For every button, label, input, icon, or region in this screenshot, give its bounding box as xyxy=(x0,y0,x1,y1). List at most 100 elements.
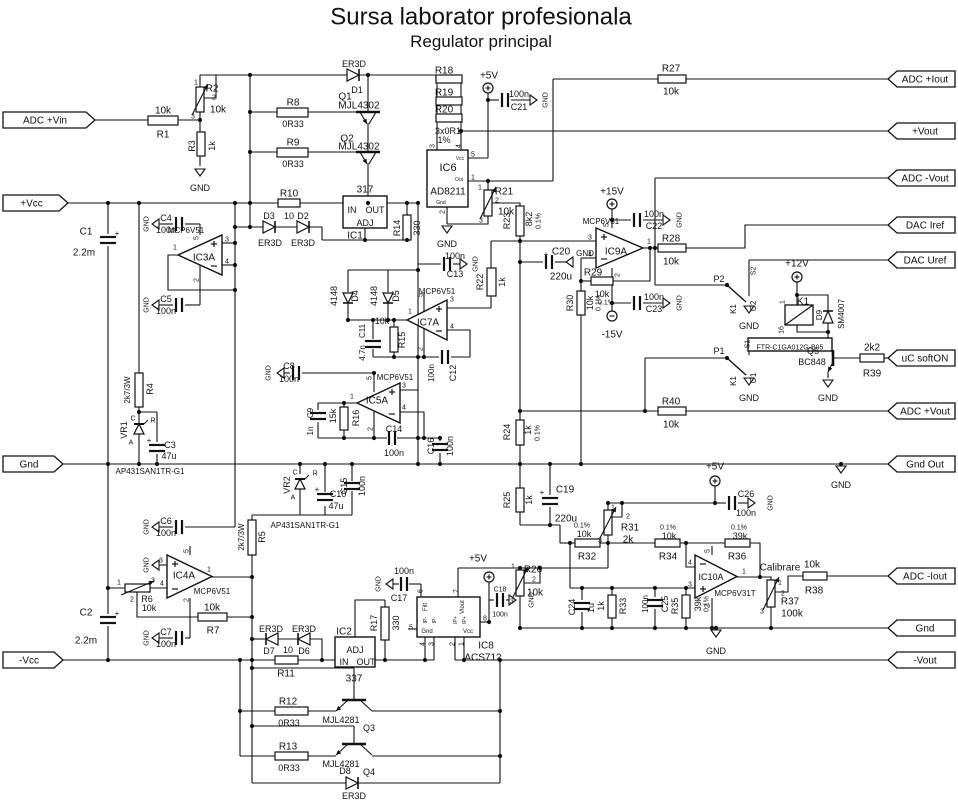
resistor-R32 xyxy=(574,538,601,548)
label: C7 xyxy=(160,627,172,637)
label: 10k xyxy=(577,529,592,539)
junction-dot xyxy=(485,97,491,103)
label: GND xyxy=(739,321,760,331)
capacitor-C15 xyxy=(344,481,360,491)
label: GND xyxy=(706,646,727,656)
capacitor-C17 xyxy=(399,577,409,591)
label: D6 xyxy=(298,646,310,656)
capacitor-C16 xyxy=(432,442,448,452)
power-symbol-+5V xyxy=(709,475,721,487)
label: Gnd xyxy=(421,629,432,635)
gnd-flag xyxy=(276,366,285,380)
resistor-R8 xyxy=(276,107,309,118)
label: IC4A xyxy=(173,571,196,582)
label: P2 xyxy=(713,274,724,284)
port-label: ADC -Iout xyxy=(903,572,947,583)
junction-dot xyxy=(579,625,585,631)
label: R xyxy=(312,470,317,477)
label: 1 xyxy=(478,184,482,191)
label: IC8 xyxy=(478,641,494,652)
diode-tri xyxy=(264,632,279,646)
label: C3 xyxy=(164,440,176,450)
junction-dot xyxy=(341,435,347,441)
junction-dot xyxy=(404,237,410,243)
label: C20 xyxy=(552,247,571,258)
vref-ref-pin xyxy=(304,474,310,480)
label: 4 xyxy=(588,251,592,258)
label: GND xyxy=(143,216,150,232)
label: 5 xyxy=(603,223,610,227)
label: Q3 xyxy=(363,723,375,733)
label: 100n xyxy=(509,89,529,99)
label: IN xyxy=(340,657,349,667)
label: 0R33 xyxy=(278,763,300,773)
gnd-tri xyxy=(529,93,538,107)
label: 4148 xyxy=(329,286,339,306)
label: 10k xyxy=(663,257,680,268)
label: R26 xyxy=(524,565,543,576)
gnd-flag xyxy=(742,377,756,386)
label: 4 xyxy=(450,323,454,330)
label: Regulator principal xyxy=(410,32,552,51)
junction-dot xyxy=(609,300,615,306)
label: 100n xyxy=(641,595,650,613)
junction-dot xyxy=(136,461,142,467)
gnd-tri xyxy=(459,257,468,271)
label: R28 xyxy=(662,234,681,245)
label: C25 xyxy=(660,596,670,613)
label: 3 xyxy=(588,234,592,241)
junction-dot xyxy=(838,461,844,467)
junction-dot xyxy=(136,200,142,206)
label: Gnd xyxy=(436,200,446,206)
junction-dot xyxy=(605,500,611,506)
resistor-R24 xyxy=(515,419,525,446)
label: 5 xyxy=(183,549,190,553)
label: Q5 xyxy=(807,346,819,356)
opamp-body xyxy=(405,298,448,342)
label: R14 xyxy=(392,220,402,237)
label: R30 xyxy=(565,295,575,312)
label: GND xyxy=(767,495,774,511)
junction-dot xyxy=(652,245,658,251)
junction-dot xyxy=(683,540,689,546)
label: 3 xyxy=(159,557,163,564)
label: 5 xyxy=(417,293,424,297)
junction-dot xyxy=(461,657,467,663)
label: 3 xyxy=(151,577,155,584)
junction-dot xyxy=(485,178,491,184)
label: 1u xyxy=(586,603,596,613)
label: R13 xyxy=(279,742,298,753)
label: 3 xyxy=(760,608,764,615)
diode-D3 xyxy=(262,220,277,234)
label: IP+ xyxy=(462,616,468,624)
resistor-R18 xyxy=(435,74,463,84)
label: MCP6V31T xyxy=(714,589,755,598)
junction-dot xyxy=(232,240,238,246)
shunt-ref-VR1 xyxy=(133,419,149,435)
capacitor-C26 xyxy=(727,496,737,510)
leg xyxy=(359,699,373,712)
label: IC9A xyxy=(605,247,628,258)
junction-dot xyxy=(391,317,397,323)
diode-tri xyxy=(342,292,354,305)
label: 7 xyxy=(453,589,460,593)
label: 1 xyxy=(742,568,746,575)
label: 2 xyxy=(130,596,134,603)
diode-D4 xyxy=(342,292,354,305)
label: C11 xyxy=(358,323,367,338)
port-label: ADC -Vout xyxy=(901,174,948,185)
opamp-body xyxy=(355,381,401,425)
label: MCP6V51 xyxy=(419,287,456,296)
diode-D1 xyxy=(346,68,361,82)
wire xyxy=(524,568,541,584)
label: 5 xyxy=(193,236,200,240)
label: D1 xyxy=(351,85,363,95)
label: AP431SAN1TR-G1 xyxy=(271,521,340,530)
label: 1 xyxy=(117,579,121,586)
junction-dot xyxy=(249,657,255,663)
label: 4 xyxy=(225,258,229,265)
junction-dot xyxy=(825,329,831,335)
arrow-head xyxy=(362,118,367,124)
label: 47u xyxy=(328,501,343,511)
junction-dot xyxy=(422,657,428,663)
